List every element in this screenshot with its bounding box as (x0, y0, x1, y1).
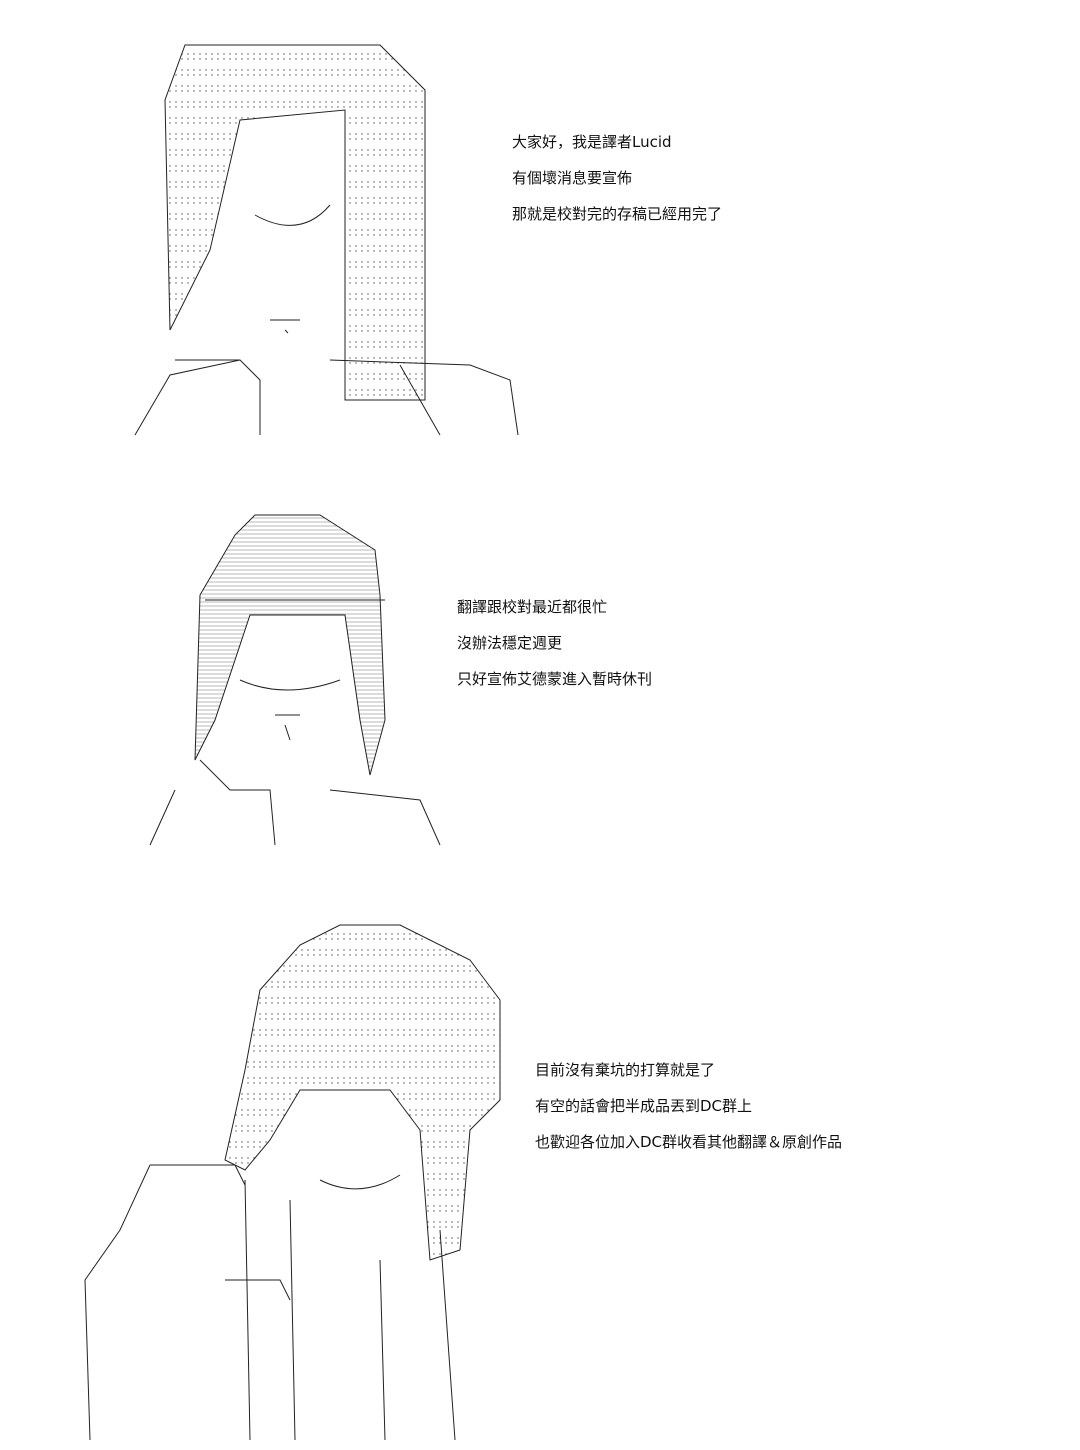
message-line: 大家好，我是譯者Lucid (512, 133, 672, 151)
message-line: 那就是校對完的存稿已經用完了 (512, 205, 723, 223)
ascii-art-figure-1 (134, 44, 519, 436)
message-block-2: 翻譯跟校對最近都很忙 沒辦法穩定週更 只好宣佈艾德蒙進入暫時休刊 (457, 589, 652, 697)
ascii-art-figure-2 (149, 514, 441, 846)
message-line: 沒辦法穩定週更 (457, 634, 563, 652)
message-line: 有空的話會把半成品丟到DC群上 (535, 1097, 753, 1115)
message-line: 目前沒有棄坑的打算就是了 (535, 1061, 716, 1079)
message-line: 翻譯跟校對最近都很忙 (457, 598, 608, 616)
ascii-art-figure-3 (84, 924, 501, 1441)
message-line: 有個壞消息要宣佈 (512, 169, 633, 187)
message-line: 也歡迎各位加入DC群收看其他翻譯＆原創作品 (535, 1133, 843, 1151)
message-block-1: 大家好，我是譯者Lucid 有個壞消息要宣佈 那就是校對完的存稿已經用完了 (512, 124, 722, 232)
message-line: 只好宣佈艾德蒙進入暫時休刊 (457, 670, 653, 688)
message-block-3: 目前沒有棄坑的打算就是了 有空的話會把半成品丟到DC群上 也歡迎各位加入DC群收… (535, 1052, 842, 1160)
